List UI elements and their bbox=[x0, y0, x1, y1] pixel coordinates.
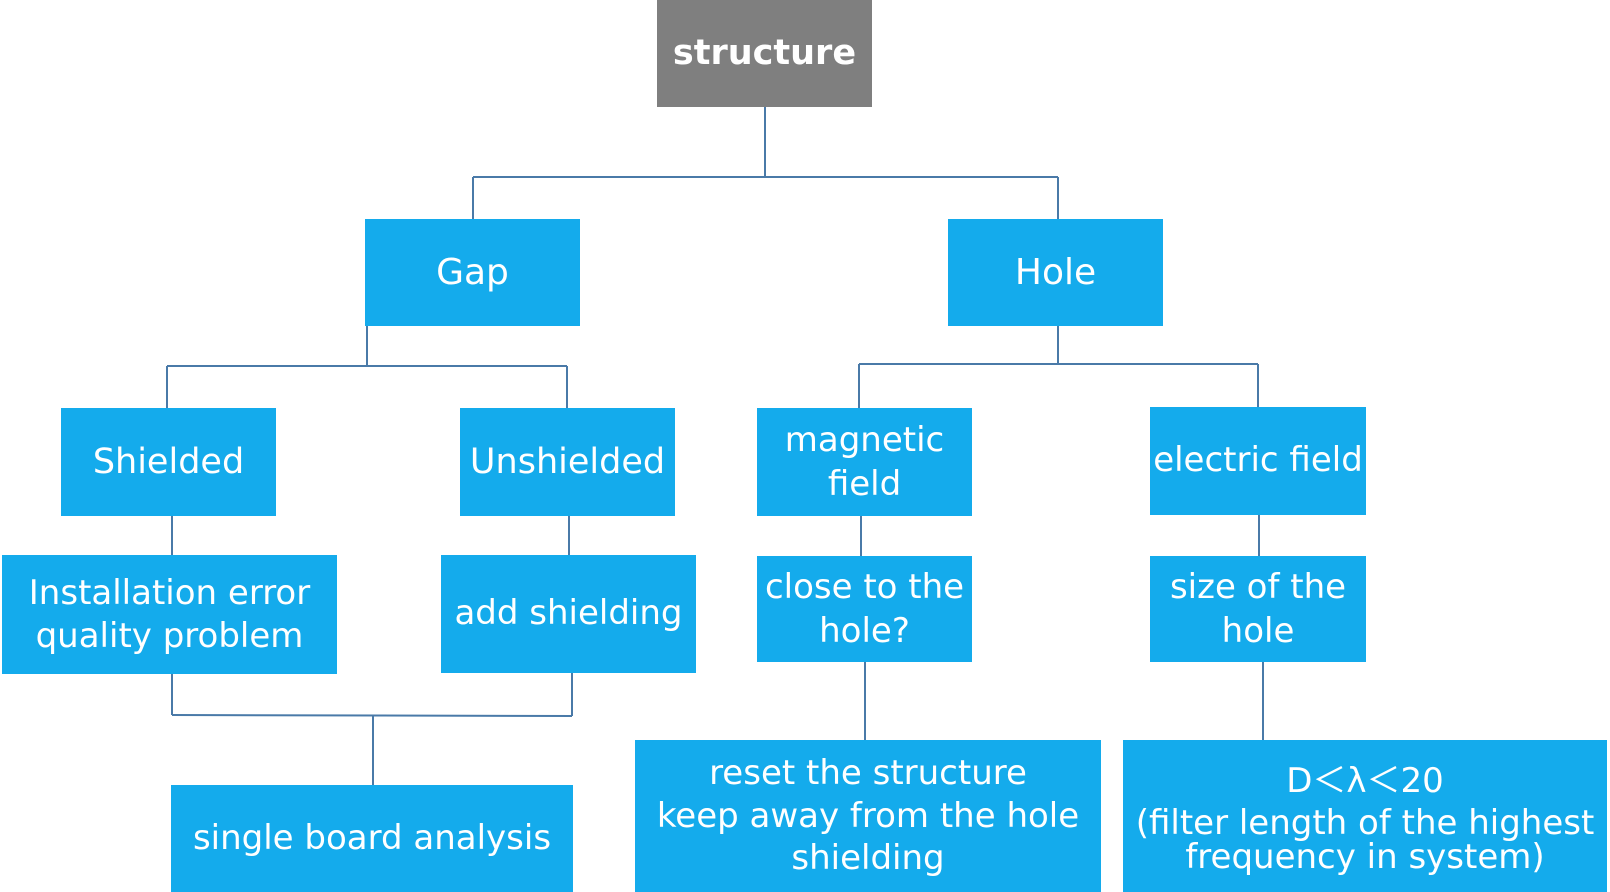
node-shielded-label: Shielded bbox=[92, 441, 245, 482]
node-size-of-hole-line-2: hole bbox=[1221, 611, 1295, 651]
node-hole-label: Hole bbox=[1014, 251, 1097, 293]
node-hole-size-formula: D＜λ＜20 (filter length of the highest fre… bbox=[1123, 740, 1607, 892]
node-magnetic-field: magnetic field bbox=[757, 408, 972, 516]
node-hole: Hole bbox=[948, 219, 1163, 326]
node-electric-field-label: electric field bbox=[1153, 440, 1363, 481]
node-close-to-hole-line-2: hole? bbox=[819, 611, 910, 651]
node-close-to-hole-line-1: close to the bbox=[764, 566, 965, 607]
node-structure: structure bbox=[657, 0, 872, 107]
node-size-of-hole-line-1: size of the bbox=[1169, 566, 1347, 607]
node-installation-error: Installation error quality problem bbox=[2, 555, 337, 674]
node-gap-label: Gap bbox=[436, 251, 509, 293]
node-reset-structure: reset the structure keep away from the h… bbox=[635, 740, 1101, 892]
node-electric-field: electric field bbox=[1150, 407, 1366, 515]
node-unshielded: Unshielded bbox=[460, 408, 675, 516]
node-shielded: Shielded bbox=[61, 408, 276, 516]
node-hole-size-formula-line-2: (filter length of the highest bbox=[1135, 802, 1595, 843]
node-hole-size-formula-line-3: frequency in system) bbox=[1185, 836, 1545, 877]
node-close-to-hole: close to the hole? bbox=[757, 556, 972, 662]
node-unshielded-label: Unshielded bbox=[469, 441, 666, 482]
node-reset-structure-line-3: shielding bbox=[791, 838, 945, 879]
node-magnetic-field-line-1: magnetic bbox=[784, 419, 945, 460]
node-gap: Gap bbox=[365, 219, 580, 326]
node-installation-error-line-2: quality problem bbox=[35, 615, 304, 656]
node-structure-label: structure bbox=[672, 33, 857, 74]
node-installation-error-line-1: Installation error bbox=[28, 573, 311, 613]
node-single-board-analysis: single board analysis bbox=[171, 785, 573, 892]
node-size-of-hole: size of the hole bbox=[1150, 556, 1366, 662]
node-single-board-analysis-label: single board analysis bbox=[192, 817, 552, 858]
node-magnetic-field-line-2: field bbox=[827, 464, 902, 504]
node-reset-structure-line-2: keep away from the hole bbox=[656, 795, 1080, 836]
node-hole-size-formula-line-1: D＜λ＜20 bbox=[1286, 761, 1444, 802]
node-add-shielding-label: add shielding bbox=[454, 593, 683, 634]
node-reset-structure-line-1: reset the structure bbox=[709, 753, 1027, 794]
node-add-shielding: add shielding bbox=[441, 555, 696, 673]
